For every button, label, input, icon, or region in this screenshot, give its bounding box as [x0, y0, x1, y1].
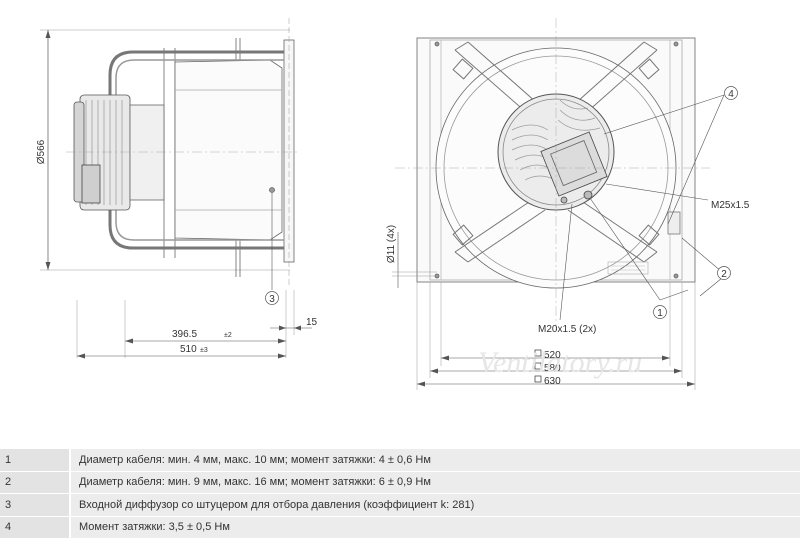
- depth-396-label: 396.5: [172, 329, 197, 340]
- svg-text:1: 1: [657, 308, 663, 319]
- table-row: 3 Входной диффузор со штуцером для отбор…: [0, 493, 800, 517]
- table-row: 4 Момент затяжки: 3,5 ± 0,5 Нм: [0, 516, 800, 539]
- note-text: Момент затяжки: 3,5 ± 0,5 Нм: [69, 516, 800, 539]
- callout-2: 2: [717, 266, 731, 280]
- thread-m20-label: M20x1.5 (2x): [538, 324, 596, 335]
- watermark: Ventilatory.ru: [478, 346, 642, 379]
- note-text: Диаметр кабеля: мин. 4 мм, макс. 10 мм; …: [69, 449, 800, 472]
- side-view: [40, 18, 312, 359]
- note-text: Входной диффузор со штуцером для отбора …: [69, 493, 800, 517]
- depth-510-tolerance: ±3: [200, 347, 208, 354]
- table-row: 2 Диаметр кабеля: мин. 9 мм, макс. 16 мм…: [0, 471, 800, 494]
- flange-15-label: 15: [306, 317, 318, 328]
- depth-396-tolerance: ±2: [224, 332, 232, 339]
- square-580-label: 580: [544, 363, 561, 374]
- hole-diameter-label: Ø11 (4x): [386, 225, 397, 263]
- diameter-label: Ø566: [36, 139, 47, 164]
- note-number: 2: [0, 471, 70, 494]
- note-number: 3: [0, 493, 70, 517]
- note-number: 4: [0, 516, 70, 539]
- svg-text:2: 2: [721, 269, 727, 280]
- depth-510-label: 510: [180, 344, 197, 355]
- square-520-label: 520: [544, 350, 561, 361]
- front-view: [392, 18, 725, 390]
- note-number: 1: [0, 449, 70, 472]
- notes-table: 1 Диаметр кабеля: мин. 4 мм, макс. 10 мм…: [0, 449, 800, 539]
- callout-3: 3: [265, 291, 279, 305]
- note-text: Диаметр кабеля: мин. 9 мм, макс. 16 мм; …: [69, 471, 800, 494]
- callout-1: 1: [653, 305, 667, 319]
- callout-4: 4: [724, 86, 738, 100]
- technical-drawing: Ø566 396.5 ±2 510 ±3 15 3: [36, 18, 750, 390]
- table-row: 1 Диаметр кабеля: мин. 4 мм, макс. 10 мм…: [0, 449, 800, 472]
- square-630-label: 630: [544, 376, 561, 387]
- thread-m25-label: M25x1.5: [711, 200, 750, 211]
- svg-text:4: 4: [728, 89, 734, 100]
- svg-text:3: 3: [269, 294, 275, 305]
